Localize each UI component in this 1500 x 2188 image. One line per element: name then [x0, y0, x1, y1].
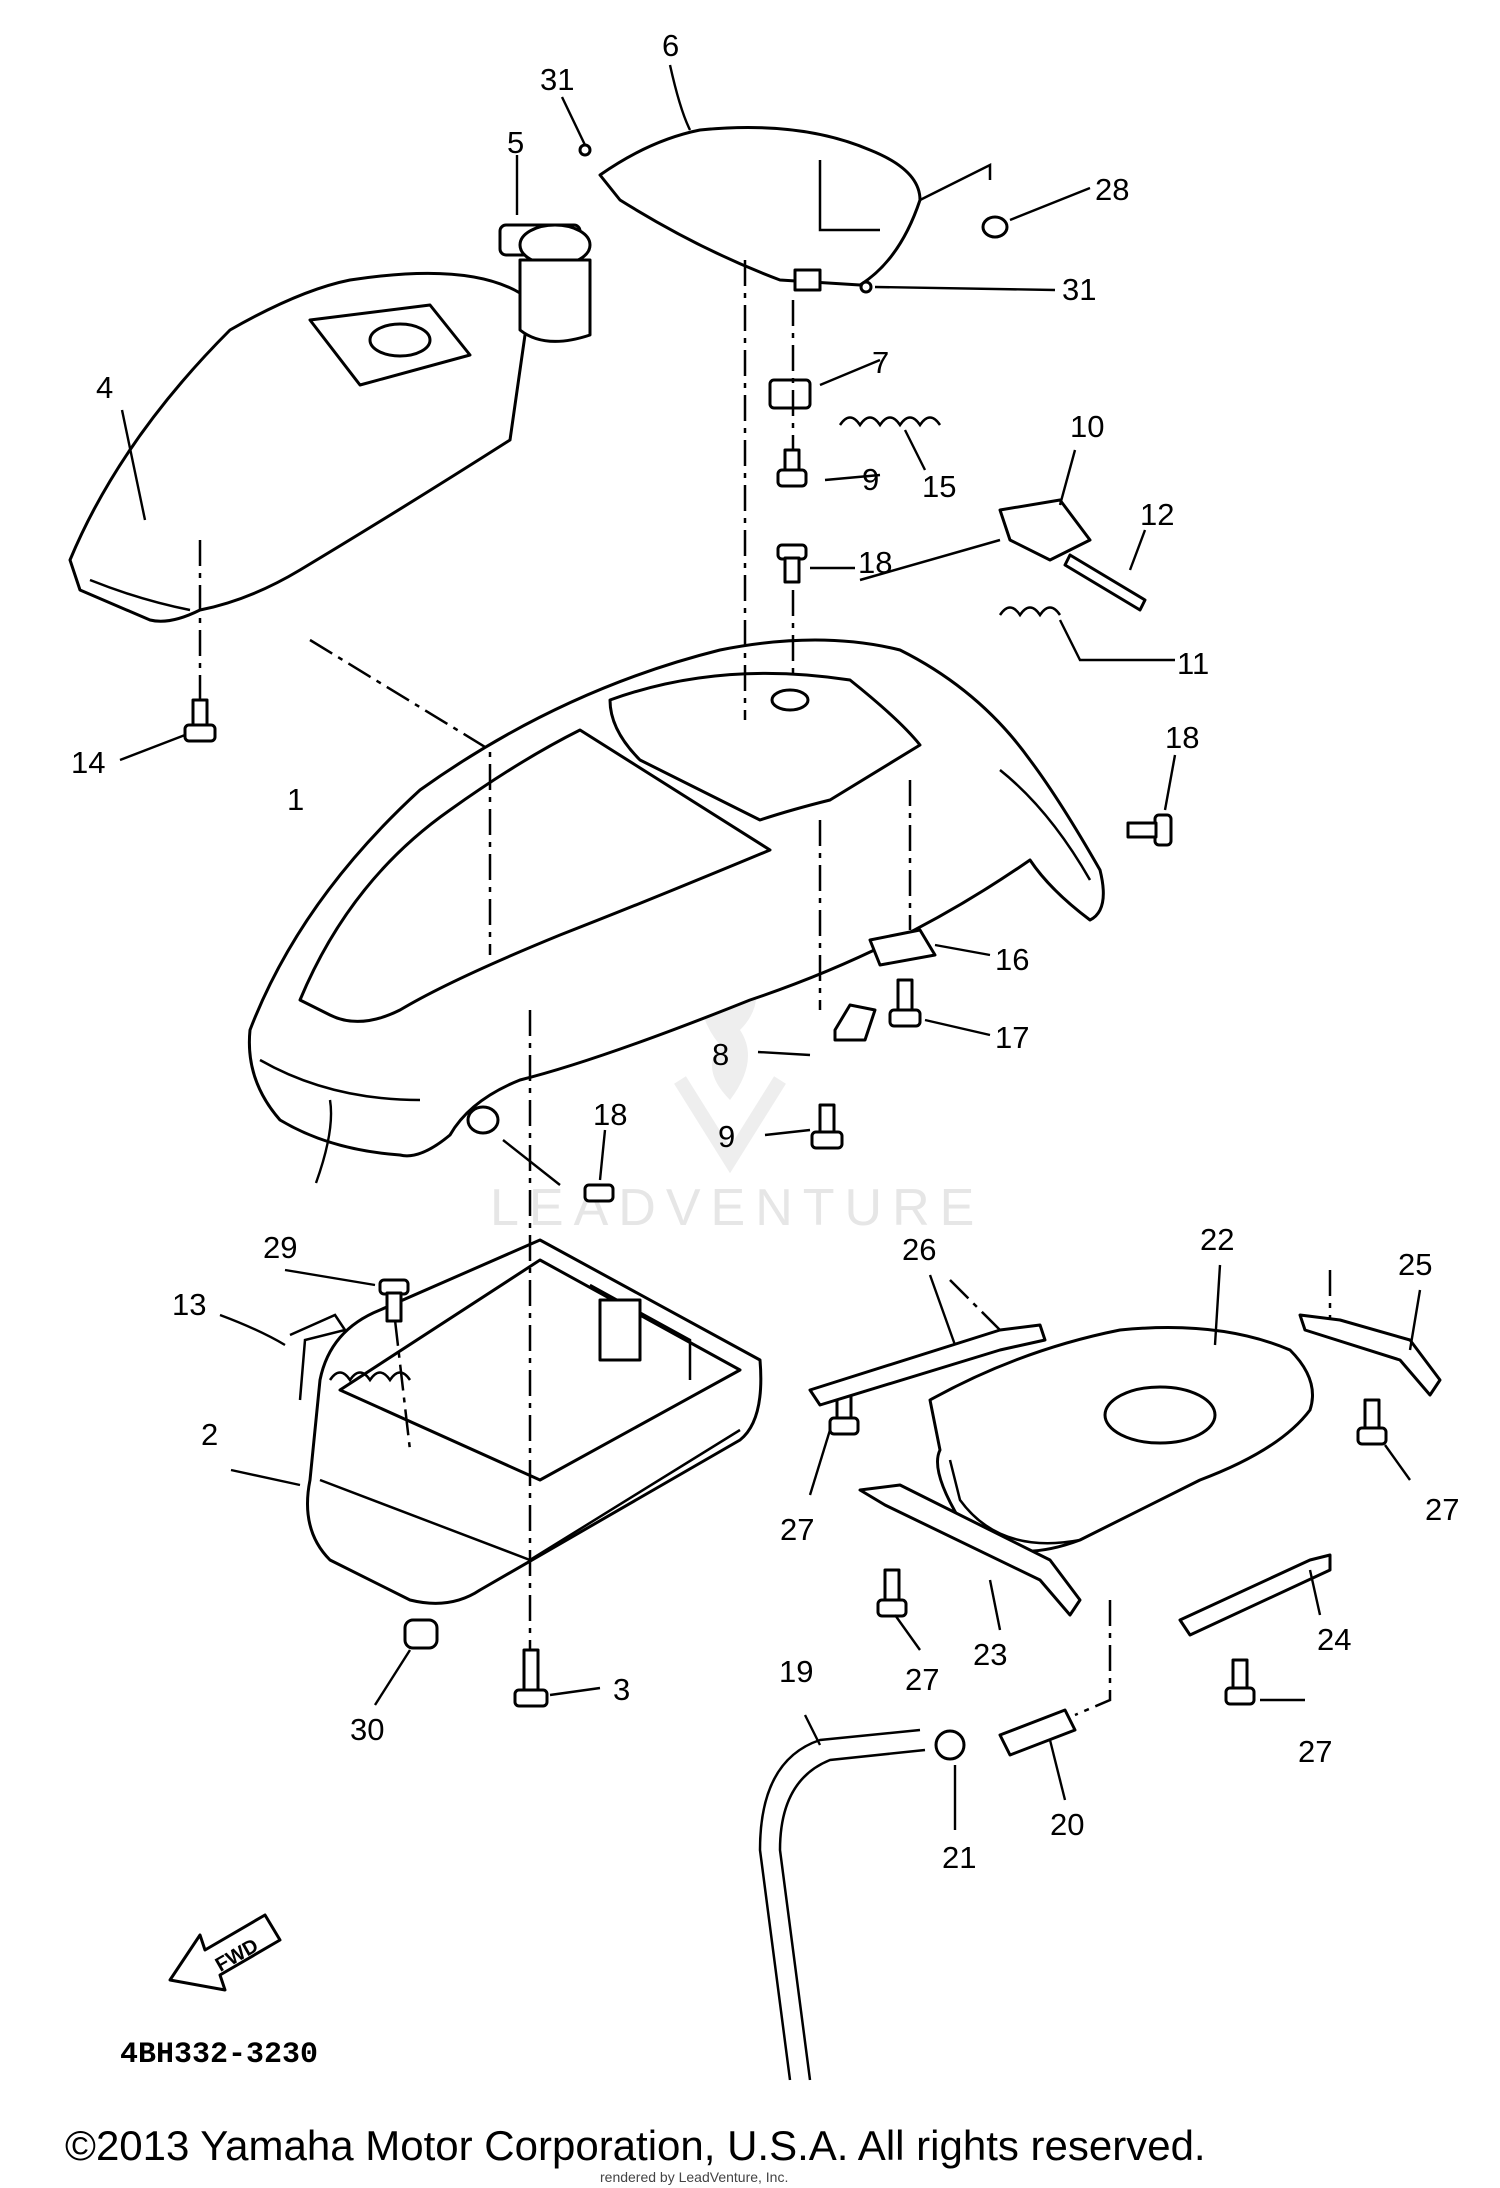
callout-27-a: 27	[780, 1512, 814, 1547]
callout-29: 29	[263, 1230, 297, 1265]
callout-20: 20	[1050, 1807, 1084, 1842]
part-1-cowling-frame	[247, 638, 1105, 1158]
callout-7: 7	[872, 345, 889, 380]
rendered-by-note: rendered by LeadVenture, Inc.	[600, 2169, 788, 2185]
callout-8: 8	[712, 1037, 729, 1072]
callout-26: 26	[902, 1232, 936, 1267]
callout-25: 25	[1398, 1247, 1432, 1282]
callout-4: 4	[96, 370, 113, 405]
part-3-bolt	[513, 1648, 549, 1708]
part-15-spring	[838, 416, 942, 428]
copyright-notice: ©2013 Yamaha Motor Corporation, U.S.A. A…	[65, 2122, 1206, 2169]
part-29-bolt	[378, 1278, 410, 1323]
part-30-grommet	[403, 1618, 439, 1650]
leader-lines	[119, 64, 1422, 1830]
part-6-top-cover	[598, 126, 922, 292]
part-19-hose	[758, 1728, 926, 2081]
callout-28: 28	[1095, 172, 1129, 207]
fwd-arrow: FWD	[168, 1913, 282, 1992]
callout-17: 17	[995, 1020, 1029, 1055]
callout-18-right: 18	[1165, 720, 1199, 755]
callout-16: 16	[995, 942, 1029, 977]
callout-14: 14	[71, 745, 105, 780]
part-18-bolt-upper	[776, 543, 808, 584]
callout-19: 19	[779, 1654, 813, 1689]
callout-5: 5	[507, 125, 524, 160]
callout-27-d: 27	[1298, 1734, 1332, 1769]
part-9-bolt-upper	[776, 448, 808, 488]
part-31-clip-a	[578, 143, 592, 157]
part-18-bolt-lower	[583, 1183, 615, 1203]
part-14-bolt	[183, 698, 217, 743]
part-18-bolt-right	[1126, 813, 1173, 847]
callout-27-b: 27	[905, 1662, 939, 1697]
part-11-spring	[998, 606, 1062, 618]
part-22-plate	[928, 1326, 1314, 1553]
callout-13: 13	[172, 1287, 206, 1322]
part-10-hinge	[998, 498, 1092, 562]
part-21-clamp	[934, 1729, 966, 1761]
part-27-bolt-b	[876, 1568, 908, 1618]
callout-23: 23	[973, 1637, 1007, 1672]
callout-22: 22	[1200, 1222, 1234, 1257]
assembly-lines	[198, 162, 1332, 1717]
part-8-clip	[833, 1003, 877, 1042]
part-2-bottom-cowling	[306, 1238, 763, 1605]
bolts	[183, 143, 1388, 1706]
callout-15: 15	[922, 469, 956, 504]
part-17-bolt	[888, 978, 922, 1028]
part-9-bolt-lower	[810, 1103, 844, 1150]
part-31-clip-b	[859, 280, 873, 294]
part-25-strap	[1298, 1313, 1442, 1397]
part-27-bolt-c	[1356, 1398, 1388, 1446]
callout-31-lower: 31	[1062, 272, 1096, 307]
part-23-strap	[858, 1483, 1082, 1617]
callout-11: 11	[1177, 646, 1209, 681]
callout-30: 30	[350, 1712, 384, 1747]
part-13-spring-link	[289, 1313, 412, 1401]
part-5-lock	[498, 223, 592, 343]
callout-31-upper: 31	[540, 62, 574, 97]
part-24-strap	[1178, 1553, 1332, 1637]
callout-10: 10	[1070, 409, 1104, 444]
callout-2: 2	[201, 1417, 218, 1452]
part-20-hose	[998, 1708, 1077, 1757]
part-12-pin	[1063, 553, 1147, 612]
watermark-text: LEADVENTURE	[490, 1179, 984, 1237]
callout-labels: 1 2 3 4 5 6 7 8 9 9 10 11 12 13 14 15 16…	[71, 28, 1459, 1875]
part-28-cap	[981, 215, 1009, 239]
part-27-bolt-a	[828, 1388, 860, 1436]
callout-21: 21	[942, 1840, 976, 1875]
diagram-code: 4BH332-3230	[120, 2038, 318, 2072]
part-16-bracket	[868, 928, 937, 967]
callout-27-c: 27	[1425, 1492, 1459, 1527]
callout-9-upper: 9	[862, 462, 879, 497]
part-27-bolt-d	[1224, 1658, 1256, 1706]
part-4-cover-lid	[68, 271, 532, 623]
callout-18-upper: 18	[858, 545, 892, 580]
callout-18-lower: 18	[593, 1097, 627, 1132]
callout-1: 1	[287, 782, 304, 817]
callout-24: 24	[1317, 1622, 1351, 1657]
callout-9-lower: 9	[718, 1119, 735, 1154]
callout-6: 6	[662, 28, 679, 63]
part-7-latch	[768, 378, 812, 410]
callout-12: 12	[1140, 497, 1174, 532]
callout-3: 3	[613, 1672, 630, 1707]
